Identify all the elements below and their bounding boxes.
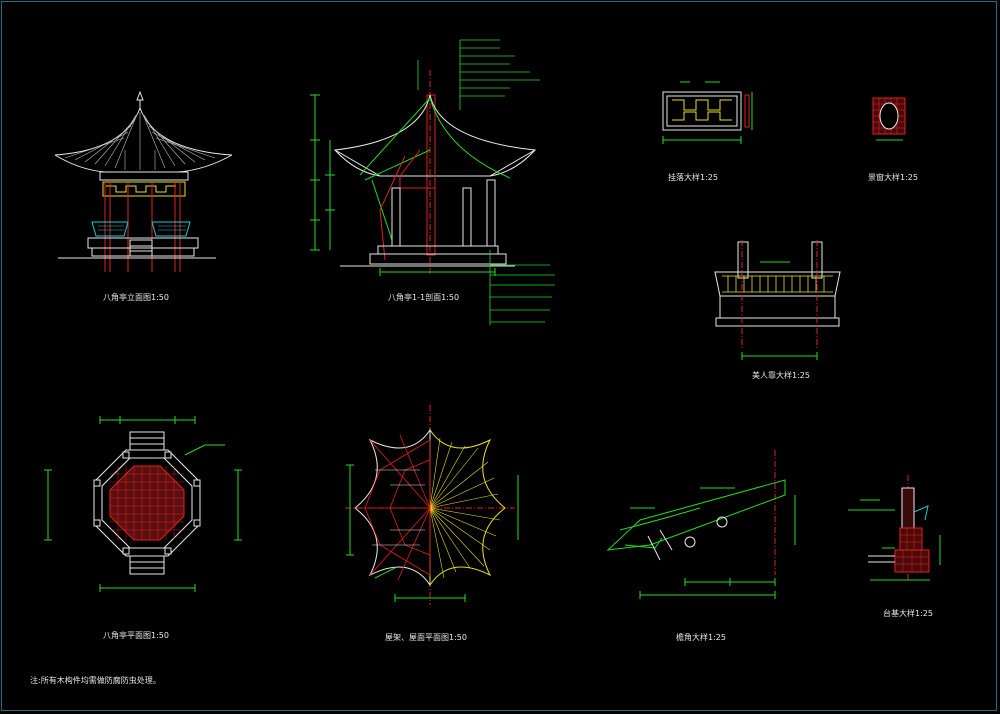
front-elevation-drawing <box>54 90 233 272</box>
caption-railing-detail: 挂落大样1:25 <box>668 173 718 182</box>
eave-detail-drawing <box>606 450 796 599</box>
plan-drawing <box>44 416 242 592</box>
seat-detail-drawing <box>714 240 841 360</box>
caption-front-elevation: 八角亭立面图1:50 <box>103 293 169 302</box>
caption-base-detail: 台基大样1:25 <box>883 609 933 618</box>
railing-detail-drawing <box>662 81 753 144</box>
window-detail-drawing <box>872 97 906 141</box>
footer-note: 注:所有木构件均需做防腐防虫处理。 <box>30 676 161 685</box>
caption-roof-plan: 屋架、屋面平面图1:50 <box>385 633 467 642</box>
caption-window-detail: 景窗大样1:25 <box>868 173 918 182</box>
caption-seat-detail: 美人靠大样1:25 <box>752 371 810 380</box>
base-detail-drawing <box>848 475 941 581</box>
caption-eave-detail: 檐角大样1:25 <box>676 633 726 642</box>
roof-plan-drawing <box>345 405 519 605</box>
caption-section: 八角亭1-1剖面1:50 <box>388 293 460 302</box>
caption-plan: 八角亭平面图1:50 <box>103 631 169 640</box>
section-drawing <box>310 39 555 325</box>
